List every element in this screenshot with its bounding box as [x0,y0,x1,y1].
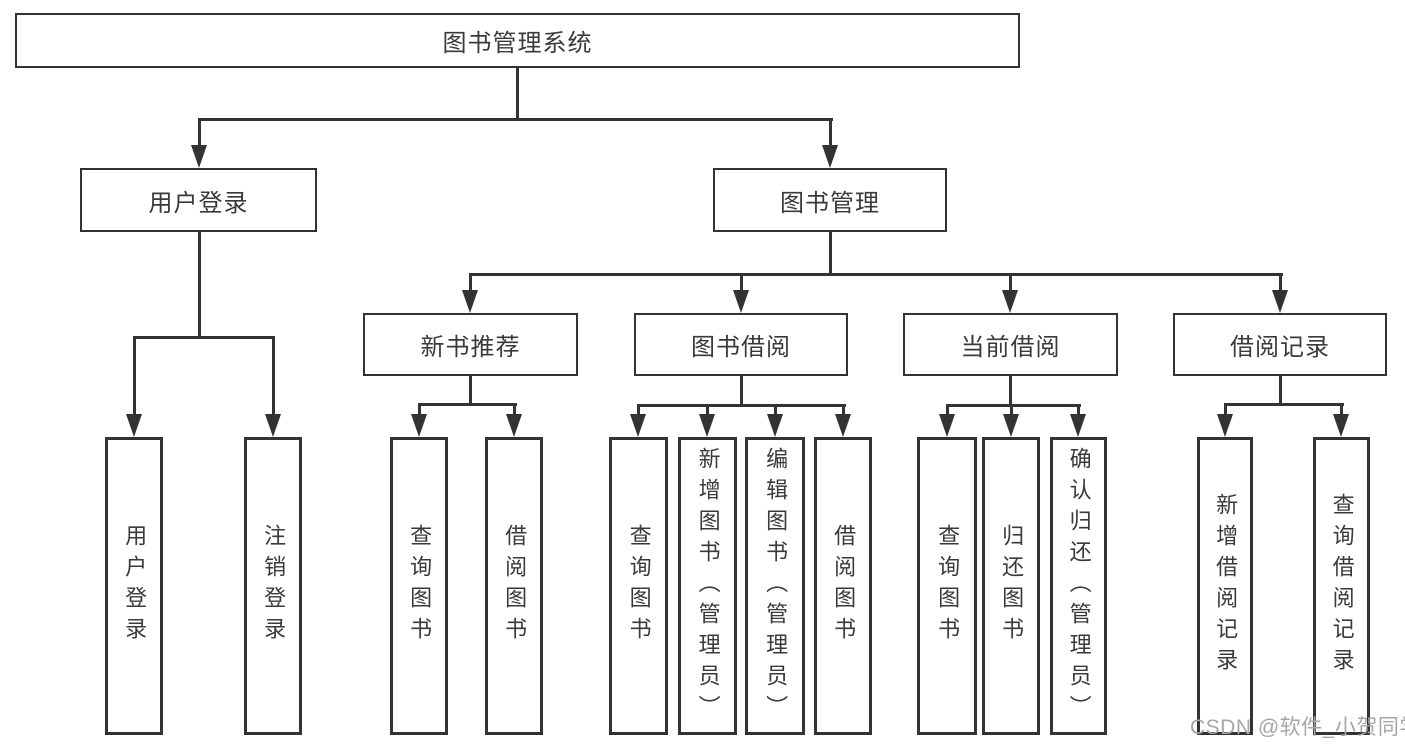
arrow-down-icon [126,414,142,437]
arrow-down-icon [1272,290,1288,313]
leaf-confirm-return-admin: 确认归还（管理员） [1050,437,1107,735]
leaf-add-borrow-record: 新增借阅记录 [1197,437,1253,735]
arrow-down-icon [462,290,478,313]
node-label: 图书借阅 [691,334,791,361]
node-label: 当前借阅 [960,334,1061,361]
arrow-down-icon [1217,414,1233,437]
arrow-down-icon [822,145,838,168]
connector-user-login-stub [198,232,201,336]
leaf-label: 新增图书（管理员） [695,446,721,726]
node-user-login: 用户登录 [80,168,317,232]
arrow-down-icon [699,414,715,437]
leaf-label: 借阅图书 [831,524,857,648]
arrow-down-icon [767,414,783,437]
arrow-down-icon [1070,414,1086,437]
leaf-label: 用户登录 [122,524,148,648]
arrow-down-icon [411,414,427,437]
connector-shaft [1340,403,1343,417]
node-book-management: 图书管理 [713,168,947,232]
connector-records-stub [1279,376,1282,406]
node-label: 用户登录 [148,189,249,217]
arrow-down-icon [265,414,281,437]
connector-shaft [1224,403,1227,417]
arrow-down-icon [1003,414,1019,437]
connector-shaft [1077,404,1080,417]
connector-shaft [272,336,275,418]
arrow-down-icon [835,414,851,437]
node-label: 借阅记录 [1230,334,1330,361]
leaf-label: 编辑图书（管理员） [763,446,789,726]
connector-shaft [946,404,949,417]
arrow-down-icon [733,290,749,313]
node-book-borrowing: 图书借阅 [634,313,848,376]
connector-shaft [418,403,421,417]
node-label: 图书管理系统 [442,30,593,57]
connector-borrowing-stub [740,376,743,407]
connector-shaft [829,118,832,148]
connector-current-branch [946,404,1081,407]
node-borrowing-records: 借阅记录 [1173,313,1387,376]
node-label: 新书推荐 [420,334,521,361]
connector-book-mgmt-branch [469,273,1283,276]
connector-shaft [1279,273,1282,293]
connector-user-login-branch [133,336,275,339]
leaf-label: 确认归还（管理员） [1066,446,1092,726]
leaf-borrow-books: 借阅图书 [814,437,872,735]
leaf-query-borrow-record: 查询借阅记录 [1313,437,1370,735]
connector-shaft [469,273,472,293]
arrow-down-icon [1333,414,1349,437]
arrow-down-icon [191,145,207,168]
leaf-label: 查询借阅记录 [1329,493,1355,679]
connector-root-branch [198,118,833,121]
node-current-borrowing: 当前借阅 [903,313,1118,376]
connector-shaft [842,404,845,417]
leaf-query-books-current: 查询图书 [917,437,977,735]
connector-shaft [774,404,777,417]
connector-root-stub [516,68,519,118]
csdn-watermark: CSDN @软件_小贺同学 [1190,716,1405,739]
connector-shaft [1010,404,1013,417]
connector-recommend-branch [418,403,517,406]
leaf-logout: 注销登录 [244,437,302,735]
connector-shaft [513,403,516,417]
arrow-down-icon [506,414,522,437]
node-label: 图书管理 [780,189,880,217]
leaf-add-books-admin: 新增图书（管理员） [678,437,737,735]
connector-shaft [133,336,136,418]
leaf-label: 注销登录 [261,524,287,648]
leaf-query-books-borrowing: 查询图书 [609,437,668,735]
connector-shaft [740,273,743,293]
connector-shaft [198,118,201,148]
arrow-down-icon [630,414,646,437]
leaf-edit-books-admin: 编辑图书（管理员） [745,437,805,735]
leaf-label: 借阅图书 [502,524,528,648]
arrow-down-icon [1002,290,1018,313]
leaf-return-books: 归还图书 [982,437,1040,735]
connector-shaft [706,404,709,417]
node-new-book-recommend: 新书推荐 [363,313,578,376]
connector-records-branch [1224,403,1344,406]
leaf-label: 查询图书 [407,524,433,648]
arrow-down-icon [939,414,955,437]
node-library-management-system: 图书管理系统 [15,13,1020,68]
leaf-label: 归还图书 [999,524,1025,648]
connector-borrowing-branch [637,404,846,407]
leaf-label: 新增借阅记录 [1213,493,1239,679]
connector-shaft [1009,273,1012,293]
connector-recommend-stub [469,376,472,406]
leaf-label: 查询图书 [626,524,652,648]
connector-book-mgmt-stub [829,232,832,276]
leaf-borrow-books-recommend: 借阅图书 [485,437,543,735]
leaf-user-login: 用户登录 [105,437,163,735]
leaf-query-books-recommend: 查询图书 [390,437,448,735]
connector-current-stub [1009,376,1012,407]
leaf-label: 查询图书 [935,524,961,648]
connector-shaft [637,404,640,417]
